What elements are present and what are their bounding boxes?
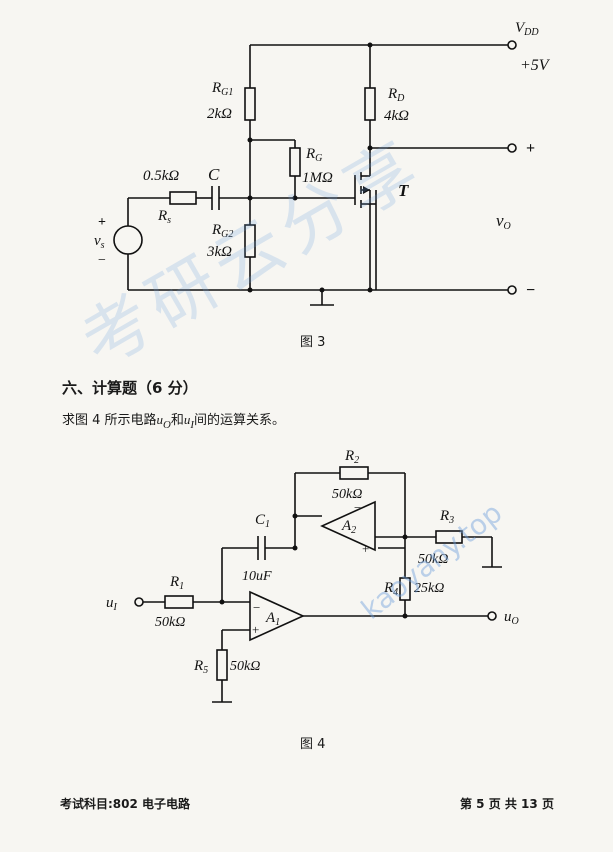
rs-value: 0.5kΩ: [143, 168, 179, 184]
rg2-label: RG2: [211, 222, 233, 240]
ui-label: uI: [106, 595, 118, 613]
section-title: 六、计算题（6 分）: [62, 379, 198, 397]
r2-label: R2: [344, 448, 359, 466]
a2-plus: +: [362, 541, 369, 556]
vdd-value: +5V: [520, 57, 551, 74]
rg1-label: RG1: [211, 80, 233, 98]
rd-value: 4kΩ: [384, 108, 409, 124]
rd-label: RD: [387, 86, 405, 104]
r5-label: R5: [193, 658, 208, 676]
uo-label: uO: [504, 609, 519, 627]
vs-plus: +: [98, 215, 106, 230]
a1-minus: −: [253, 600, 260, 615]
rg2-value: 3kΩ: [206, 244, 232, 260]
c-label: C: [208, 165, 220, 184]
a2-label: A2: [341, 518, 356, 536]
figure-4-circuit: R2 50kΩ C1 10uF A2 − + R3 50kΩ R4 25kΩ R…: [106, 448, 519, 703]
a1-label: A1: [265, 610, 280, 628]
c1-value: 10uF: [242, 569, 272, 584]
vo-label: vO: [496, 211, 511, 232]
r1-label: R1: [169, 574, 184, 592]
vs-minus: −: [98, 253, 106, 268]
r3-label: R3: [439, 508, 454, 526]
figure-3-caption: 图 3: [300, 335, 326, 350]
figure-4-caption: 图 4: [300, 737, 326, 752]
figure-3-circuit: VDD +5V RG1 2kΩ RD 4kΩ RG 1MΩ 0.5kΩ Rs C…: [94, 20, 551, 306]
r4-value: 25kΩ: [414, 581, 444, 596]
vdd-label: VDD: [515, 20, 539, 38]
output-minus: −: [526, 282, 535, 299]
rs-label: Rs: [157, 208, 171, 226]
rg-value: 1MΩ: [302, 170, 333, 186]
rg-label: RG: [305, 146, 322, 164]
a1-plus: +: [252, 622, 259, 637]
question-text: 求图 4 所示电路uO和uI间的运算关系。: [62, 412, 286, 431]
footer-page-number: 第 5 页 共 13 页: [460, 797, 554, 811]
r2-value: 50kΩ: [332, 487, 362, 502]
c1-label: C1: [255, 512, 270, 530]
rg1-value: 2kΩ: [207, 106, 232, 122]
a2-minus: −: [354, 500, 361, 515]
r4-label: R4: [383, 580, 398, 598]
r1-value: 50kΩ: [155, 615, 185, 630]
vs-label: vs: [94, 233, 105, 251]
transistor-label: T: [398, 181, 409, 200]
r3-value: 50kΩ: [418, 552, 448, 567]
r5-value: 50kΩ: [230, 659, 260, 674]
output-plus: +: [526, 140, 535, 157]
footer-subject: 考试科目:802 电子电路: [60, 797, 191, 811]
